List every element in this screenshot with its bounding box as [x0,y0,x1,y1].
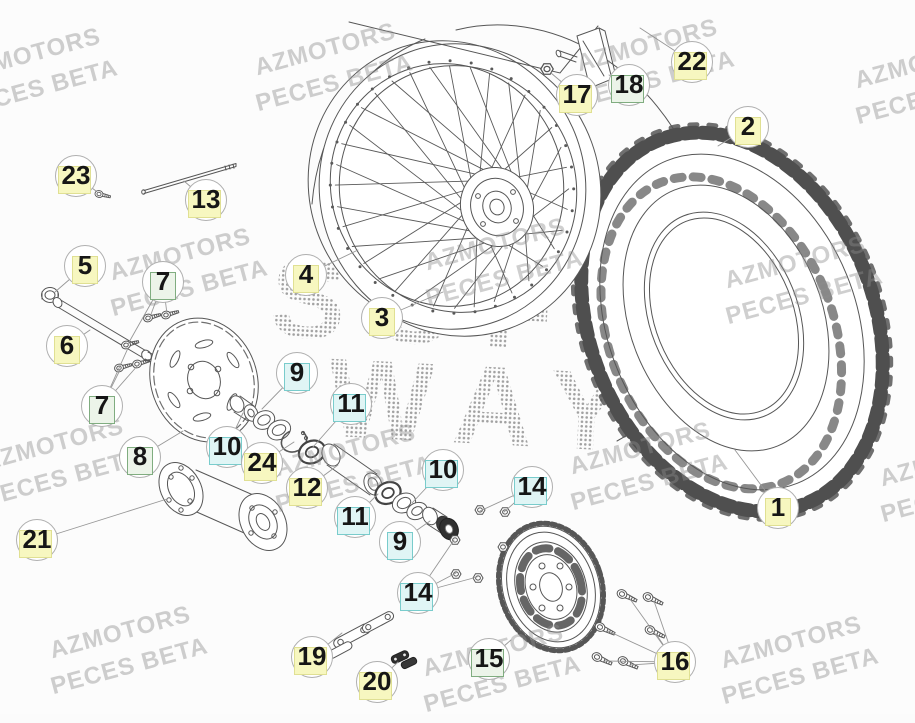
callout-highlight [150,272,176,300]
callout-5[interactable]: 5 [64,245,106,287]
callout-number: 1 [770,491,786,522]
callout-7[interactable]: 7 [81,385,123,427]
brake-disc-drawing [149,317,259,443]
callout-14[interactable]: 14 [511,466,553,508]
callout-highlight [244,453,277,481]
callout-highlight [611,75,644,103]
callout-number: 2 [740,110,756,141]
wheel-drawing [307,21,602,337]
callout-number: 11 [341,500,369,531]
callout-highlight [58,166,91,194]
callout-15[interactable]: 15 [468,638,510,680]
callout-highlight [559,85,592,113]
callout-number: 22 [677,45,707,76]
callout-14[interactable]: 14 [397,572,439,614]
bearing-spacer-drawing [229,395,459,541]
callout-number: 10 [212,430,242,461]
callout-number: 6 [59,329,75,360]
callout-16[interactable]: 16 [654,641,696,683]
callout-4[interactable]: 4 [285,254,327,296]
callout-20[interactable]: 20 [356,661,398,703]
wheel-hub [460,166,534,248]
callout-21[interactable]: 21 [16,519,58,561]
callout-highlight [284,363,310,391]
callout-number: 19 [297,640,327,671]
callout-highlight [735,117,761,145]
callout-highlight [127,447,153,475]
callout-number: 18 [614,68,644,99]
callout-10[interactable]: 10 [206,426,248,468]
callout-highlight [359,672,392,700]
callout-highlight [400,583,433,611]
callout-highlight [209,437,242,465]
callout-highlight [293,265,319,293]
callout-11[interactable]: 11 [330,383,372,425]
callout-highlight [471,649,504,677]
callout-number: 5 [77,249,93,280]
callout-24[interactable]: 24 [241,442,283,484]
callout-number: 4 [298,258,314,289]
callout-6[interactable]: 6 [46,325,88,367]
callout-18[interactable]: 18 [608,64,650,106]
callout-number: 21 [22,523,52,554]
sprocket-drawing [496,520,606,654]
callout-highlight [387,532,413,560]
callout-22[interactable]: 22 [671,41,713,83]
callout-9[interactable]: 9 [276,352,318,394]
callout-highlight [337,507,370,535]
callout-highlight [425,460,458,488]
callout-highlight [54,336,80,364]
callout-highlight [333,394,366,422]
callout-17[interactable]: 17 [556,74,598,116]
callout-number: 9 [392,525,408,556]
chain-link-drawing [327,611,395,659]
callout-number: 23 [61,159,91,190]
callout-number: 15 [474,642,504,673]
callout-highlight [657,652,690,680]
callout-number: 14 [517,470,547,501]
callout-2[interactable]: 2 [727,106,769,148]
callout-number: 17 [562,78,592,109]
tire-drawing [570,122,894,522]
callout-3[interactable]: 3 [361,297,403,339]
callout-number: 13 [191,183,221,214]
callout-number: 9 [289,356,305,387]
callout-number: 7 [155,265,171,296]
callout-1[interactable]: 1 [757,487,799,529]
callout-number: 12 [292,471,322,502]
callout-highlight [674,52,707,80]
callout-number: 8 [132,440,148,471]
callout-highlight [369,308,395,336]
callout-8[interactable]: 8 [119,436,161,478]
callout-number: 14 [403,576,433,607]
callout-number: 3 [374,301,390,332]
callout-number: 10 [428,453,458,484]
callout-highlight [72,256,98,284]
callout-7[interactable]: 7 [142,261,184,303]
hub-drawing [158,462,288,551]
callout-highlight [19,530,52,558]
callout-number: 7 [94,389,110,420]
callout-9[interactable]: 9 [379,521,421,563]
callout-13[interactable]: 13 [185,179,227,221]
callout-number: 24 [247,446,277,477]
callout-11[interactable]: 11 [334,496,376,538]
master-link-drawing [390,650,418,670]
callout-highlight [514,477,547,505]
callout-10[interactable]: 10 [422,449,464,491]
callout-19[interactable]: 19 [291,636,333,678]
callout-highlight [188,190,221,218]
callout-highlight [765,498,791,526]
callout-number: 11 [337,387,365,418]
callout-number: 16 [660,645,690,676]
callout-highlight [294,647,327,675]
callout-highlight [289,478,322,506]
spoke-rod-drawing [93,163,237,201]
callout-number: 20 [362,665,392,696]
callout-12[interactable]: 12 [286,467,328,509]
callout-23[interactable]: 23 [55,155,97,197]
callout-highlight [89,396,115,424]
